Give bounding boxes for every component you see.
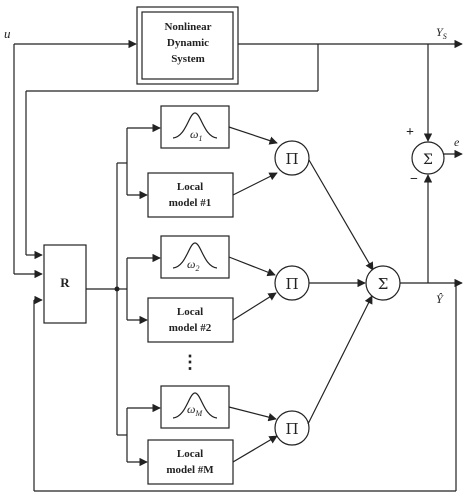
nonlinear-system-label-line2: Dynamic — [167, 37, 209, 49]
output-sum-symbol: Σ — [378, 275, 389, 293]
block-to-product-arrows — [228, 126, 278, 463]
local-model-block-2 — [147, 297, 234, 343]
input-label-u: u — [4, 26, 11, 41]
weight-block-2 — [160, 235, 230, 279]
error-sum-node — [411, 141, 445, 175]
error-sum-symbol: Σ — [423, 152, 433, 168]
product-node-m — [274, 410, 310, 446]
weight-block-1 — [160, 105, 230, 149]
local-model-block-m — [147, 439, 234, 485]
model-output-label: Ŷ — [436, 292, 444, 306]
weight-label-1: ω1 — [190, 127, 202, 143]
local-model-label-1-line2: model #1 — [169, 197, 211, 209]
gaussian-curve-icon — [172, 242, 218, 269]
product-symbol-2: Π — [285, 275, 298, 293]
local-model-label-2-line1: Local — [177, 306, 203, 318]
local-model-label-1-line1: Local — [177, 181, 203, 193]
nonlinear-system-label-line1: Nonlinear — [164, 21, 211, 33]
bus-to-block-arrows — [127, 123, 161, 467]
product-to-sum-arrows — [307, 159, 374, 425]
system-feedback-line — [25, 44, 319, 260]
ellipsis-dots: ⋮ — [181, 352, 199, 372]
system-output-label: YS — [436, 25, 447, 41]
regressor-block — [43, 244, 87, 324]
model-feedback-line — [33, 283, 457, 492]
error-plus-sign: + — [406, 125, 414, 140]
product-node-1 — [274, 140, 310, 176]
weight-block-m — [160, 385, 230, 429]
product-symbol-1: Π — [285, 150, 298, 168]
error-label: e — [454, 135, 460, 149]
nonlinear-system-block — [136, 6, 239, 85]
local-model-label-m-line1: Local — [177, 448, 203, 460]
local-model-label-2-line2: model #2 — [169, 322, 212, 334]
bus-lines — [116, 128, 128, 462]
weight-label-2: ω2 — [187, 257, 199, 273]
regressor-output-line — [86, 286, 120, 292]
weight-label-m: ωM — [187, 402, 203, 418]
error-minus-sign: − — [410, 172, 418, 187]
local-model-label-m-line2: model #M — [166, 464, 214, 476]
gaussian-curve-icon — [172, 392, 218, 419]
regressor-label: R — [60, 275, 70, 290]
local-model-block-1 — [147, 172, 234, 218]
product-symbol-m: Π — [285, 420, 298, 438]
u-to-regressor-line — [13, 44, 43, 279]
nonlinear-system-label-line3: System — [171, 53, 205, 65]
gaussian-curve-icon — [172, 112, 218, 139]
